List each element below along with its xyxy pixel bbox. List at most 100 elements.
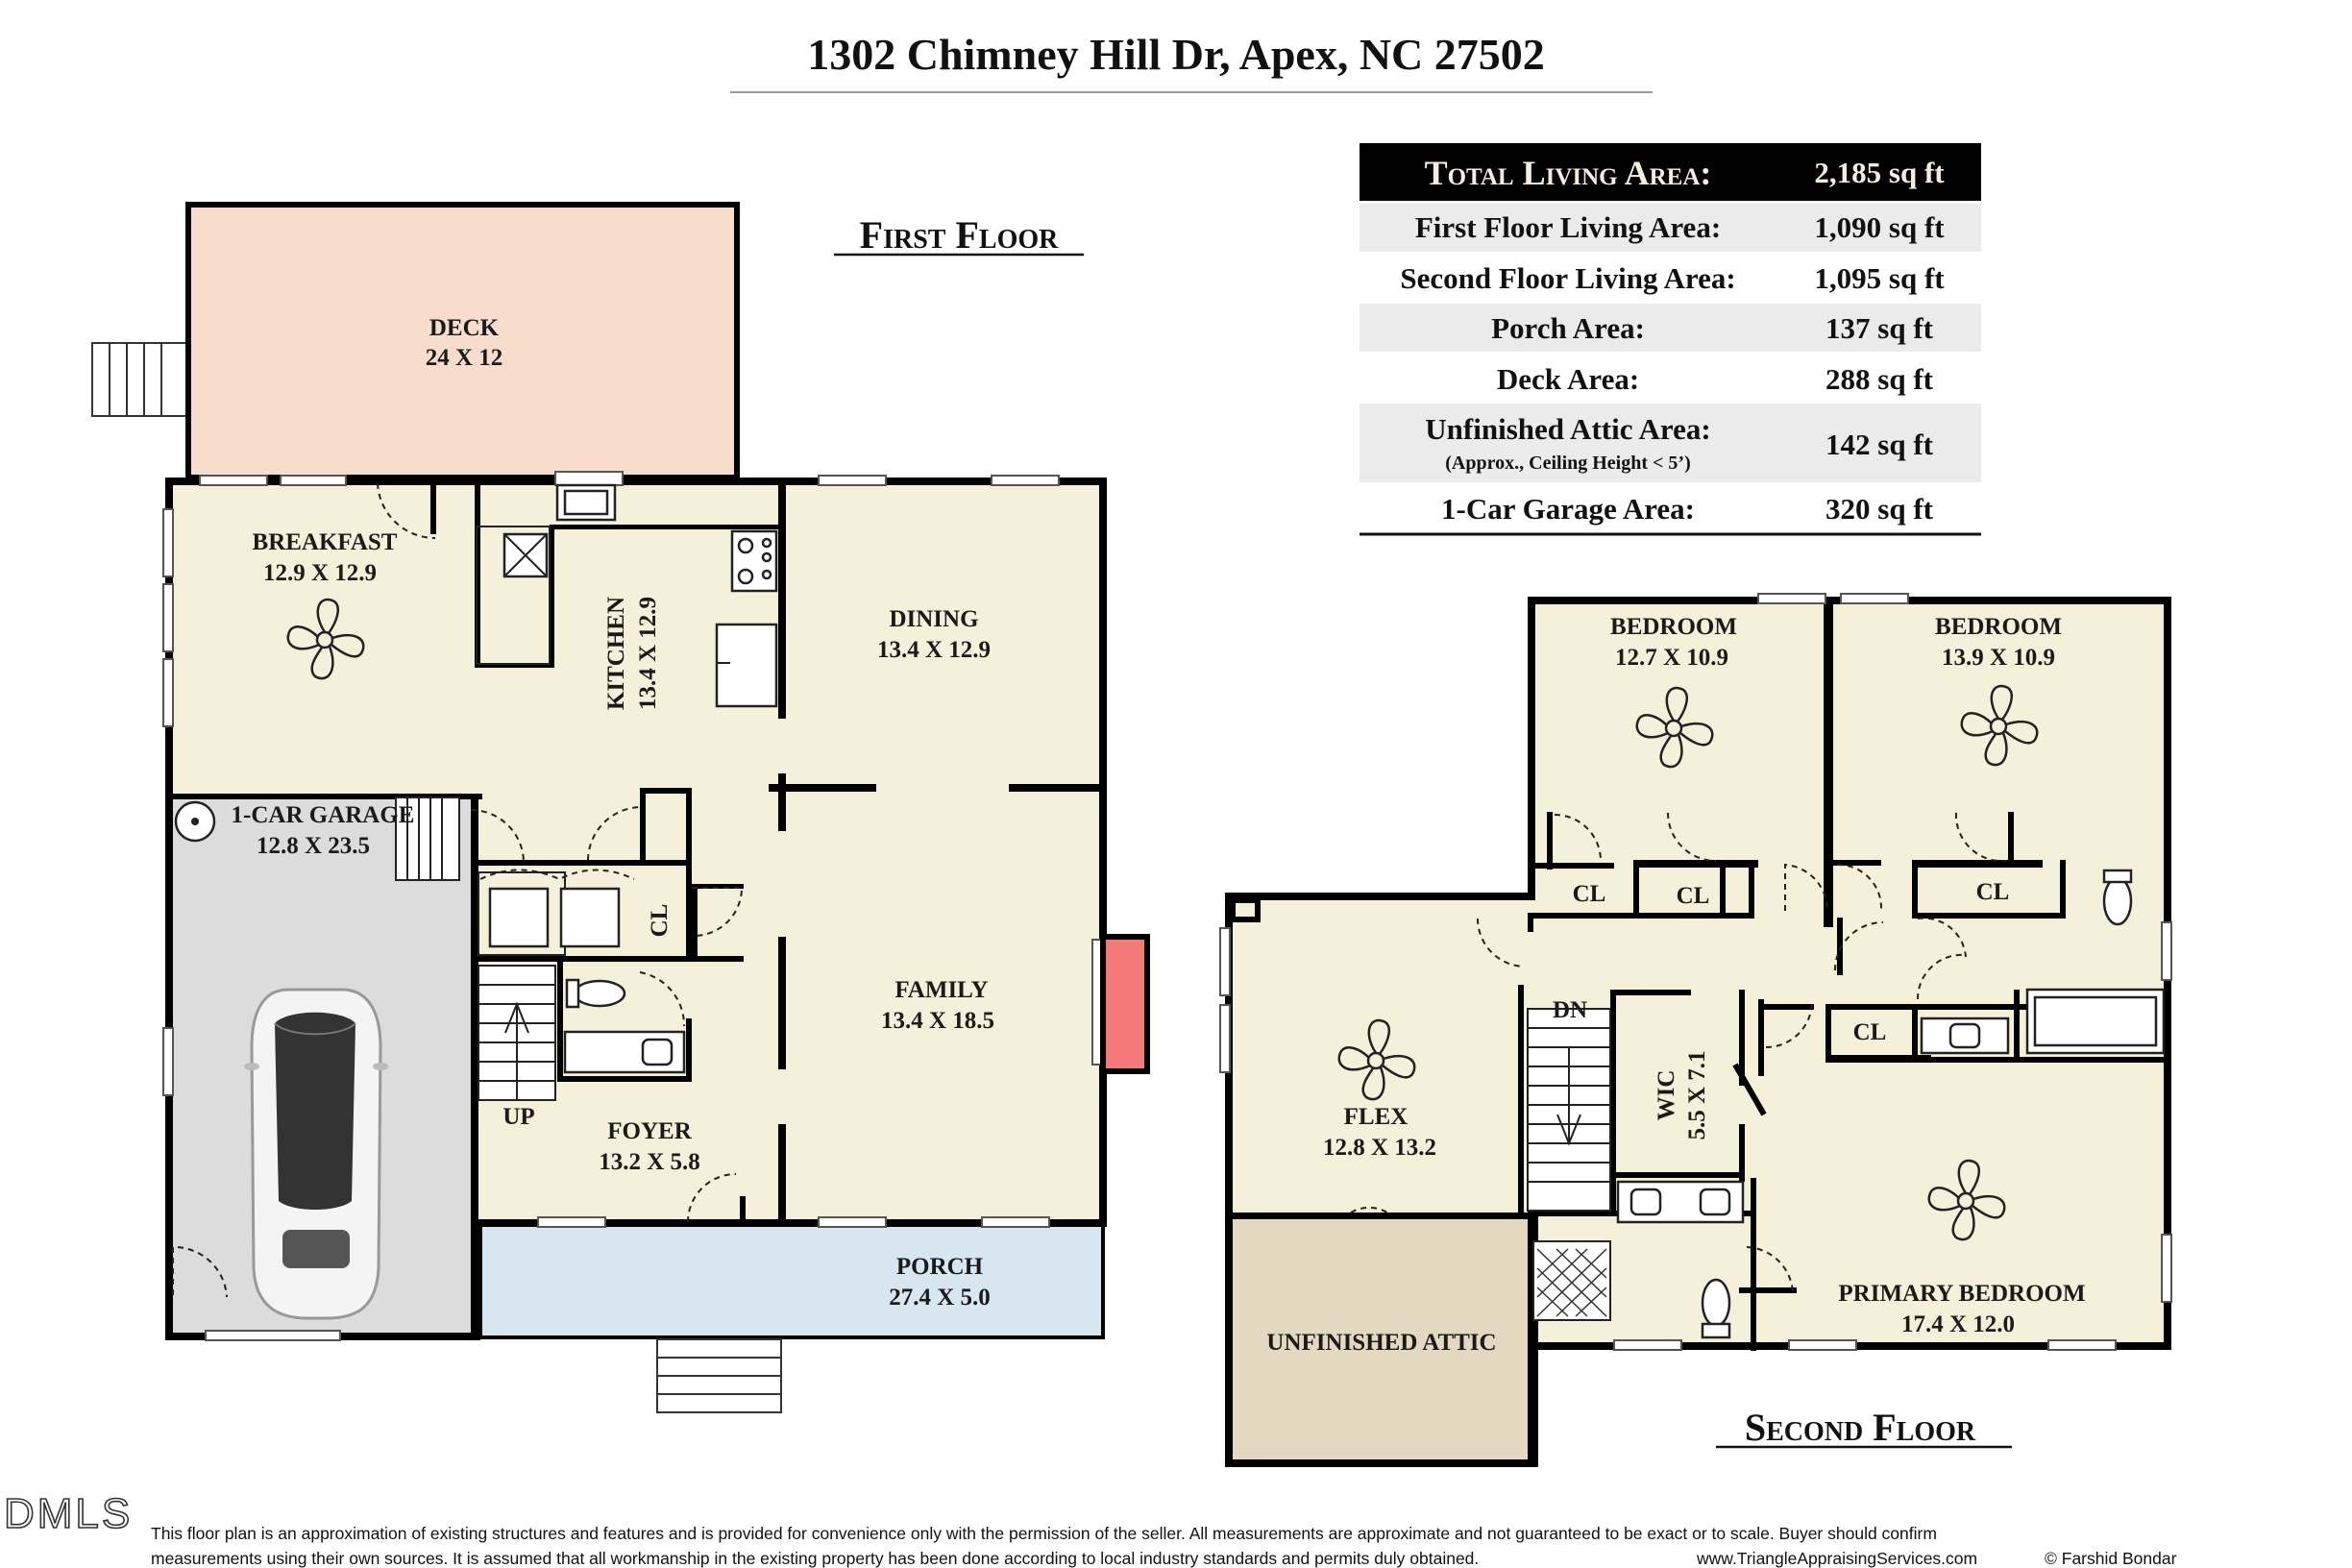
window	[280, 475, 347, 486]
window	[2161, 921, 2172, 981]
window	[162, 658, 174, 727]
first-floor-area-label: First Floor Living Area:	[1415, 210, 1721, 244]
family-label: FAMILY	[894, 977, 988, 1003]
property-address-title: 1302 Chimney Hill Dr, Apex, NC 27502	[807, 30, 1545, 79]
table-row-shade	[1360, 404, 1981, 482]
washer-icon	[488, 887, 550, 948]
garage-area-label: 1-Car Garage Area:	[1441, 492, 1695, 526]
dryer-icon	[559, 887, 621, 948]
garage-entry-steps	[395, 796, 460, 881]
breakfast-label: BREAKFAST	[253, 529, 398, 555]
porch-steps	[656, 1338, 782, 1413]
porch-area-value: 137 sq ft	[1825, 311, 1934, 345]
toilet-icon	[573, 979, 626, 1008]
attic-area-label: Unfinished Attic Area:	[1425, 412, 1710, 446]
garage-area-value: 320 sq ft	[1825, 492, 1934, 526]
bedroom-1-dims: 12.7 X 10.9	[1615, 645, 1728, 671]
wic-label: WIC	[1654, 1070, 1679, 1121]
family-dims: 13.4 X 18.5	[881, 1008, 994, 1034]
first-floor-plan: DECK 24 X 12 BREAKFAST 12.9 X 12.9 KITCH…	[91, 202, 1150, 1413]
window	[981, 1216, 1050, 1228]
window	[199, 475, 268, 486]
mls-watermark: DMLS	[4, 1490, 133, 1537]
window	[1840, 593, 1909, 604]
closet-label: CL	[1677, 883, 1710, 909]
unfinished-attic-area	[1225, 1213, 1538, 1467]
bedroom-2-dims: 13.9 X 10.9	[1942, 645, 2055, 671]
table-header-background	[1360, 143, 1981, 201]
flex-dims: 12.8 X 13.2	[1323, 1135, 1436, 1161]
attic-area-note: (Approx., Ceiling Height < 5’)	[1445, 453, 1690, 474]
first-floor-closet-label: CL	[647, 904, 673, 938]
second-floor-plan: BEDROOM 12.7 X 10.9 BEDROOM 13.9 X 10.9 …	[1219, 593, 2172, 1467]
stairs-up-label: UP	[502, 1104, 534, 1130]
second-floor-stairs	[1527, 1008, 1611, 1212]
first-floor-area-value: 1,090 sq ft	[1814, 210, 1945, 244]
closet-label: CL	[1853, 1019, 1887, 1045]
second-floor-area-value: 1,095 sq ft	[1814, 261, 1945, 295]
flex-label: FLEX	[1344, 1104, 1409, 1130]
deck-stairs	[91, 342, 187, 417]
window	[1219, 1004, 1231, 1073]
table-row-shade	[1360, 304, 1981, 352]
deck-area-value: 288 sq ft	[1825, 362, 1934, 396]
area-summary-table: Total Living Area: 2,185 sq ft First Flo…	[1360, 143, 1981, 536]
window	[2047, 1339, 2117, 1351]
attic-area-value: 142 sq ft	[1825, 428, 1934, 461]
breakfast-dims: 12.9 X 12.9	[263, 560, 377, 586]
window	[1788, 1339, 1857, 1351]
porch-dims: 27.4 X 5.0	[889, 1285, 991, 1311]
ceiling-fan-icon	[1960, 684, 2039, 767]
car-icon	[244, 988, 388, 1320]
dining-dims: 13.4 X 12.9	[877, 637, 991, 663]
window	[1757, 593, 1826, 604]
window	[2161, 1234, 2172, 1303]
porch-area-label: Porch Area:	[1491, 311, 1645, 345]
copyright-notice: © Farshid Bondar	[2045, 1549, 2177, 1568]
fireplace	[1100, 934, 1150, 1074]
window	[205, 1330, 341, 1341]
ceiling-fan-icon	[1635, 686, 1714, 769]
porch-label: PORCH	[896, 1254, 984, 1280]
bedroom-2-label: BEDROOM	[1935, 614, 2062, 640]
ceiling-fan-icon	[1337, 1018, 1416, 1101]
foyer-dims: 13.2 X 5.8	[599, 1149, 700, 1175]
window	[162, 1027, 174, 1096]
refrigerator	[715, 623, 778, 708]
bedroom-1-label: BEDROOM	[1610, 614, 1737, 640]
deck-dims: 24 X 12	[426, 345, 503, 371]
window	[818, 1216, 887, 1228]
window	[554, 471, 624, 486]
window	[1219, 927, 1231, 996]
second-floor-heading: Second Floor	[1745, 1406, 1976, 1449]
kitchen-label: KITCHEN	[603, 597, 629, 710]
window	[162, 508, 174, 577]
closet-label: CL	[1976, 879, 2010, 905]
toilet-icon	[2102, 876, 2133, 926]
window	[537, 1216, 606, 1228]
kitchen-dims: 13.4 X 12.9	[635, 597, 661, 710]
primary-bedroom-dims: 17.4 X 12.0	[1901, 1311, 2015, 1337]
garage-label: 1-CAR GARAGE	[232, 802, 415, 828]
porch-area	[478, 1222, 1105, 1339]
window	[991, 475, 1060, 486]
total-living-area-value: 2,185 sq ft	[1814, 156, 1945, 189]
closet-label: CL	[1573, 881, 1606, 907]
second-floor-area-label: Second Floor Living Area:	[1400, 261, 1735, 295]
deck-area-label: Deck Area:	[1497, 362, 1639, 396]
dining-label: DINING	[889, 606, 978, 632]
primary-bedroom-label: PRIMARY BEDROOM	[1838, 1281, 2085, 1307]
window	[818, 475, 887, 486]
disclaimer-line-1: This floor plan is an approximation of e…	[151, 1524, 1937, 1543]
total-living-area-label: Total Living Area:	[1425, 154, 1712, 192]
website-link[interactable]: www.TriangleAppraisingServices.com	[1696, 1549, 1977, 1568]
garage-dims: 12.8 X 23.5	[257, 833, 370, 859]
wic-dims: 5.5 X 7.1	[1684, 1050, 1710, 1139]
foyer-label: FOYER	[607, 1118, 692, 1144]
window	[1613, 1339, 1682, 1351]
unfinished-attic-label: UNFINISHED ATTIC	[1266, 1330, 1496, 1356]
window	[162, 583, 174, 652]
first-floor-stairs	[478, 965, 556, 1101]
ceiling-fan-icon	[1927, 1159, 2006, 1241]
toilet-icon	[1701, 1278, 1731, 1328]
